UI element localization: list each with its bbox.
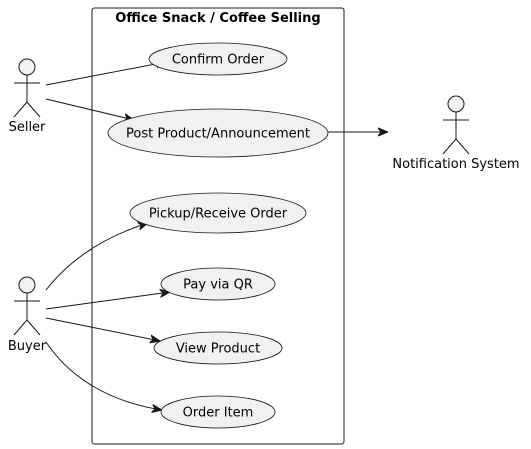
edge-buyer-pickup [45,223,148,291]
actor-buyer[interactable]: Buyer [8,276,47,354]
edge-seller-confirm [45,62,166,86]
use-case-label: Pay via QR [183,278,253,293]
use-case-confirm-order[interactable]: Confirm Order [148,42,288,76]
use-case-post-product[interactable]: Post Product/Announcement [107,108,329,158]
use-case-label: Pickup/Receive Order [149,207,288,222]
actor-seller[interactable]: Seller [9,58,46,135]
use-case-label: Post Product/Announcement [126,127,310,142]
actor-label: Notification System [392,157,519,172]
actor-stick-figure-icon [13,276,41,336]
actor-stick-figure-icon [13,58,41,118]
use-case-label: Order Item [183,406,254,421]
actor-label: Seller [9,120,46,135]
use-case-order-item[interactable]: Order Item [160,395,276,429]
actor-stick-figure-icon [442,95,470,155]
use-case-label: View Product [176,342,260,357]
actor-label: Buyer [8,339,47,354]
system-title: Office Snack / Coffee Selling [115,11,320,26]
edge-seller-post [45,98,134,120]
use-case-pickup-receive[interactable]: Pickup/Receive Order [129,192,307,234]
use-case-pay-via-qr[interactable]: Pay via QR [160,267,276,301]
edge-buyer-pay [45,292,170,310]
edge-buyer-order [45,341,162,410]
use-case-label: Confirm Order [172,53,265,68]
edge-buyer-view [45,317,160,341]
use-case-view-product[interactable]: View Product [153,331,283,365]
relations [45,62,388,410]
actor-notification-system[interactable]: Notification System [392,95,520,172]
